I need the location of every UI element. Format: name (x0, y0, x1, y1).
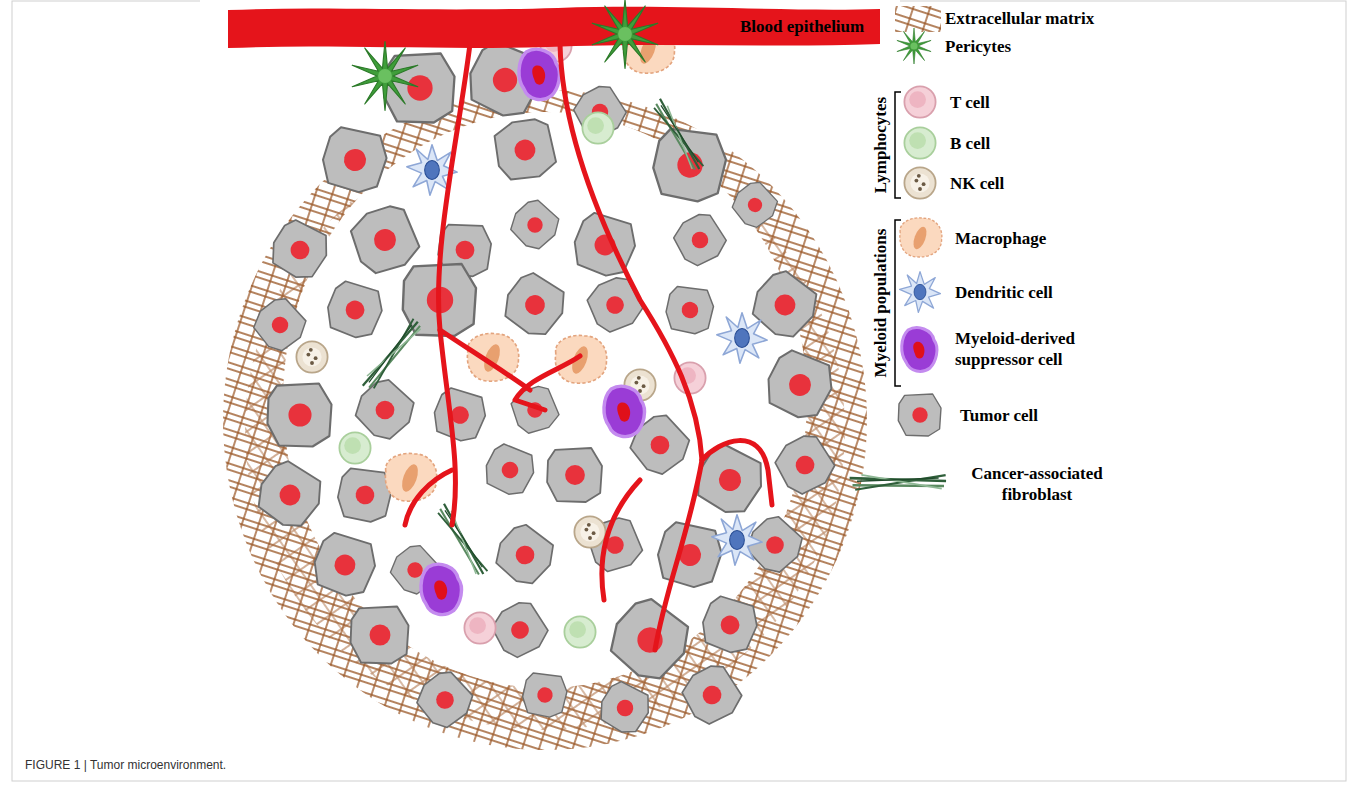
tumor-cell (663, 284, 716, 336)
cancer-associated-fibroblast (649, 98, 708, 173)
legend-text: Cancer-associated fibroblast (952, 463, 1122, 505)
tumor-cell (488, 519, 561, 591)
tumor-cells (248, 36, 840, 739)
legend-text: T cell (950, 92, 990, 113)
macrophage (385, 453, 436, 501)
tumor-cell (744, 264, 825, 345)
tumor-cell (479, 440, 539, 500)
vessel-node: Blood epithelium (228, 4, 880, 50)
tumor-cell (594, 677, 656, 739)
t-cell (464, 612, 495, 643)
b-cell (339, 432, 370, 463)
tumor-cell (677, 659, 747, 729)
tumor-cell (649, 125, 730, 205)
nk-cell (574, 516, 605, 547)
tumor-cell (267, 384, 331, 447)
mdsc-cell (604, 386, 645, 436)
immune-cells (296, 25, 767, 647)
legend-text: Macrophage (955, 228, 1046, 249)
tumor-cell (669, 209, 731, 271)
b-cell (582, 112, 613, 143)
figure-caption: FIGURE 1 | Tumor microenvironment. (25, 755, 226, 776)
tumor-cell (759, 345, 840, 425)
macrophage (555, 335, 606, 383)
pericyte (352, 42, 418, 111)
tumor-cell (583, 272, 647, 337)
b-cell (564, 616, 595, 647)
cancer-associated-fibroblast (433, 503, 492, 578)
tumor-cell (547, 448, 602, 502)
legend-text: Pericytes (945, 36, 1011, 57)
nk-cell (296, 341, 327, 372)
tumor-cell (497, 267, 573, 343)
tumor-cell (727, 177, 782, 232)
legend-text: B cell (950, 133, 990, 154)
tumor-cell (569, 81, 631, 143)
legend-symbol (838, 442, 958, 522)
tumor-cell (505, 195, 565, 255)
legend-swatch (838, 442, 958, 522)
tumor-cell (317, 123, 391, 197)
tumor-cell (428, 384, 490, 446)
tumor-cell (520, 671, 569, 720)
tumor-cell (411, 666, 479, 734)
tumor-cell (652, 518, 726, 592)
dendritic-cell (717, 313, 767, 363)
tumor-cell (250, 455, 330, 535)
blood-vessels (405, 44, 772, 650)
pericyte (592, 0, 658, 69)
tumor-cell (322, 277, 388, 343)
fibroblasts (361, 98, 707, 578)
bracket-label: Myeloid populations (870, 229, 891, 378)
figure-frame (12, 1, 1346, 781)
vessel-label: Blood epithelium (740, 16, 864, 37)
extracellular-matrix (200, 0, 900, 750)
legend-text: Extracellular matrix (945, 8, 1094, 29)
tumor-cell (492, 116, 558, 183)
tumor-cell (346, 201, 423, 279)
dendritic-cell (712, 515, 762, 565)
mdsc-cell (519, 49, 560, 99)
legend-text: Myeloid-derived suppressor cell (955, 328, 1140, 370)
tumor-cell (308, 528, 382, 601)
tumor-cell (601, 591, 699, 689)
bracket-label: Lymphocytes (870, 97, 891, 193)
tumor-cell (351, 607, 409, 664)
tumor-cell (770, 429, 840, 499)
legend-text: NK cell (950, 173, 1004, 194)
cancer-associated-fibroblast (361, 316, 423, 394)
legend-text: Tumor cell (960, 405, 1038, 426)
tumor-cell (264, 215, 334, 285)
tumor-cell (508, 382, 562, 436)
mdsc-cell (421, 564, 462, 614)
legend-text: Dendritic cell (955, 282, 1053, 303)
tumor-cell (487, 597, 553, 663)
tumor-cell (697, 592, 763, 658)
